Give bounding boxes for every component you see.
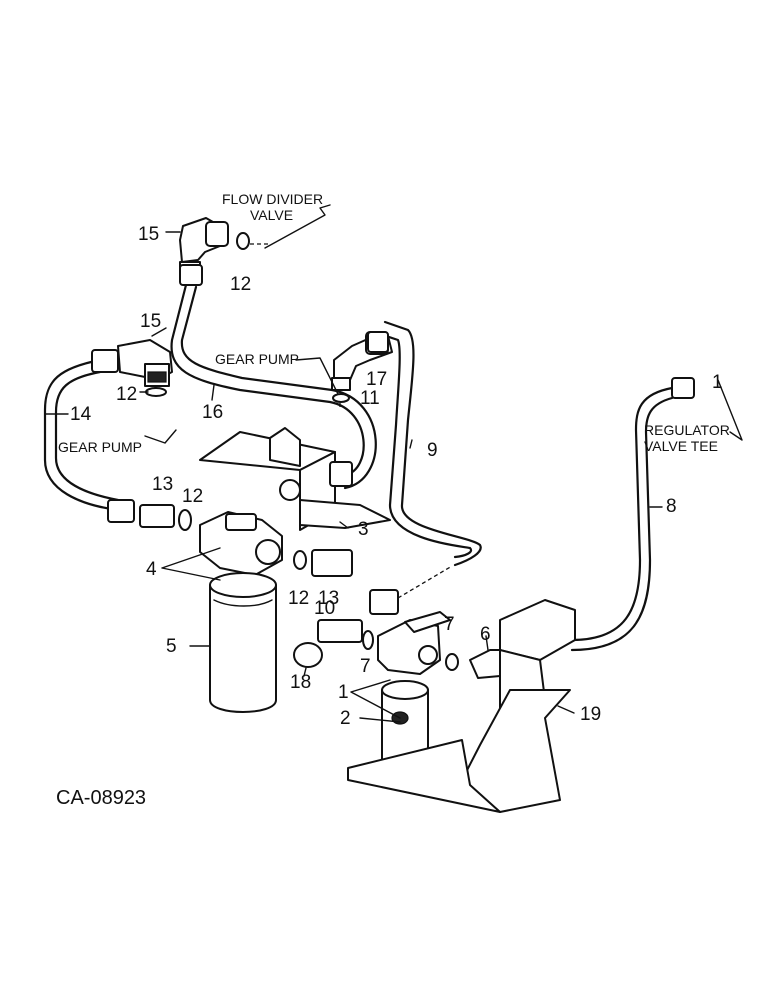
- o-ring-12-right: [293, 550, 307, 570]
- label-regulator: REGULATOR: [644, 422, 730, 438]
- part-number-17: 17: [366, 369, 387, 390]
- tube-9: [383, 320, 482, 567]
- connector-13-left: [139, 504, 175, 528]
- part-number-3: 3: [358, 519, 369, 540]
- part-number-6: 6: [480, 624, 491, 645]
- nut-16: [179, 264, 203, 286]
- elbow-fitting-15-left: [91, 339, 173, 387]
- label-gear-pump-top: GEAR PUMP: [215, 351, 299, 367]
- filter-canister-5: [209, 572, 277, 713]
- o-ring-12-left: [145, 387, 167, 397]
- part-number-18: 18: [290, 672, 311, 693]
- part-number-12a: 12: [230, 274, 251, 295]
- part-number-12d: 12: [288, 588, 309, 609]
- o-ring-7b: [445, 653, 459, 671]
- drawing-code: CA-08923: [56, 787, 146, 809]
- nut-16-bottom: [329, 461, 353, 487]
- part-number-4: 4: [146, 559, 157, 580]
- tube-8: [570, 386, 674, 642]
- connector-13-right: [311, 549, 353, 577]
- part-number-19: 19: [580, 704, 601, 725]
- support-bracket-19: [347, 599, 576, 813]
- adapter-10: [317, 619, 363, 643]
- nut-10: [369, 589, 399, 615]
- label-flow-divider: FLOW DIVIDER: [222, 191, 323, 207]
- part-number-12b: 12: [116, 384, 137, 405]
- label-gear-pump-left: GEAR PUMP: [58, 439, 142, 455]
- nut-9-top: [367, 331, 389, 353]
- part-number-12c: 12: [182, 486, 203, 507]
- part-number-7b: 7: [360, 656, 371, 677]
- o-ring-7: [362, 630, 374, 650]
- mounting-bracket-3: [199, 427, 391, 531]
- filter-head-1: [377, 611, 451, 675]
- part-number-2: 2: [340, 708, 351, 729]
- label-flow-divider-valve: VALVE: [250, 207, 293, 223]
- o-ring-12-mid: [178, 509, 192, 531]
- part-number-15b: 15: [140, 311, 161, 332]
- label-valve-tee: VALVE TEE: [644, 438, 718, 454]
- tube-16: [170, 283, 365, 477]
- filter-head-4: [199, 511, 283, 576]
- part-number-8: 8: [666, 496, 677, 517]
- o-ring-11: [332, 393, 350, 403]
- part-number-13a: 13: [152, 474, 173, 495]
- part-number-1b: 1: [338, 682, 349, 703]
- part-number-7a: 7: [444, 614, 455, 635]
- part-number-9: 9: [427, 440, 438, 461]
- nut-8: [671, 377, 695, 399]
- o-ring-12-top: [236, 232, 250, 250]
- part-number-15a: 15: [138, 224, 159, 245]
- part-number-10: 10: [314, 598, 335, 619]
- part-number-1a: 1: [712, 372, 723, 393]
- hose-14: [43, 358, 120, 512]
- part-number-5: 5: [166, 636, 177, 657]
- part-number-13b: 13: [318, 588, 339, 609]
- hose-nut-14: [107, 499, 135, 523]
- part-number-16: 16: [202, 402, 223, 423]
- cap-18: [293, 642, 323, 668]
- part-number-14: 14: [70, 404, 92, 425]
- part-number-11: 11: [360, 388, 380, 409]
